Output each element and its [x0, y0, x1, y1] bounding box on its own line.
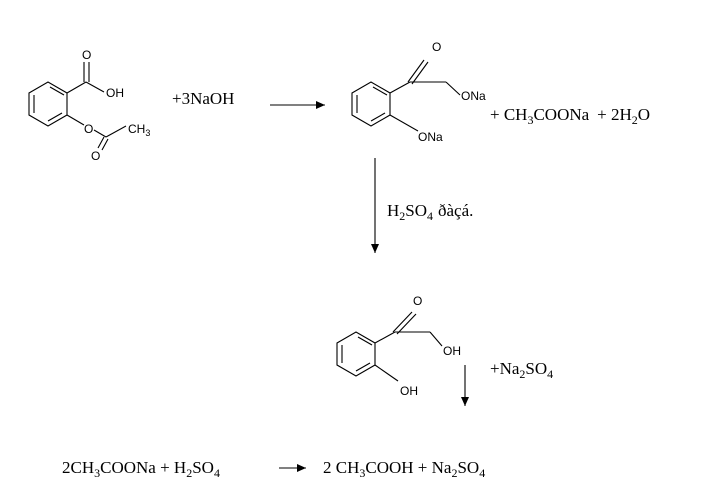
carbonyl-oxygen: O — [82, 48, 91, 62]
phenoxide-bond — [389, 114, 419, 132]
methyl-label: CH3 — [128, 122, 150, 138]
benzene-ring — [336, 331, 376, 377]
carboxyl-oh-label: OH — [443, 344, 461, 358]
phenol-oh-label: OH — [400, 384, 418, 398]
phenol-bond — [374, 364, 399, 382]
carbonyl-oxygen: O — [432, 40, 441, 54]
reagent-naoh: +3NaOH — [172, 89, 234, 108]
carboxylate-ona-label: ONa — [461, 89, 486, 103]
benzene-ring — [351, 81, 391, 127]
acetyl-carbonyl-oxygen: O — [91, 149, 100, 163]
equation2-rhs: 2 CH3COOH + Na2SO4 — [323, 458, 485, 480]
product-disodium-salicylate: O ONa ONa — [351, 40, 486, 144]
phenoxide-ona-label: ONa — [418, 130, 443, 144]
equation2-lhs: 2CH3COONa + H2SO4 — [62, 458, 220, 480]
carboxyl-bonds — [66, 62, 105, 94]
carboxyl-bonds — [374, 311, 443, 347]
byproducts-1: + CH3COONa+ 2H2O — [490, 105, 650, 127]
hydroxyl-label: OH — [106, 86, 124, 100]
reactant-aspirin: O OH O O CH3 — [28, 48, 150, 163]
ester-oxygen: O — [84, 122, 93, 136]
carboxylate-bonds — [389, 59, 461, 96]
product-salicylic-acid: O OH OH — [336, 294, 461, 398]
sulfate-byproduct: +Na2SO4 — [490, 359, 553, 381]
ester-bonds — [66, 114, 127, 151]
benzene-ring — [28, 81, 68, 127]
carbonyl-oxygen: O — [413, 294, 422, 308]
